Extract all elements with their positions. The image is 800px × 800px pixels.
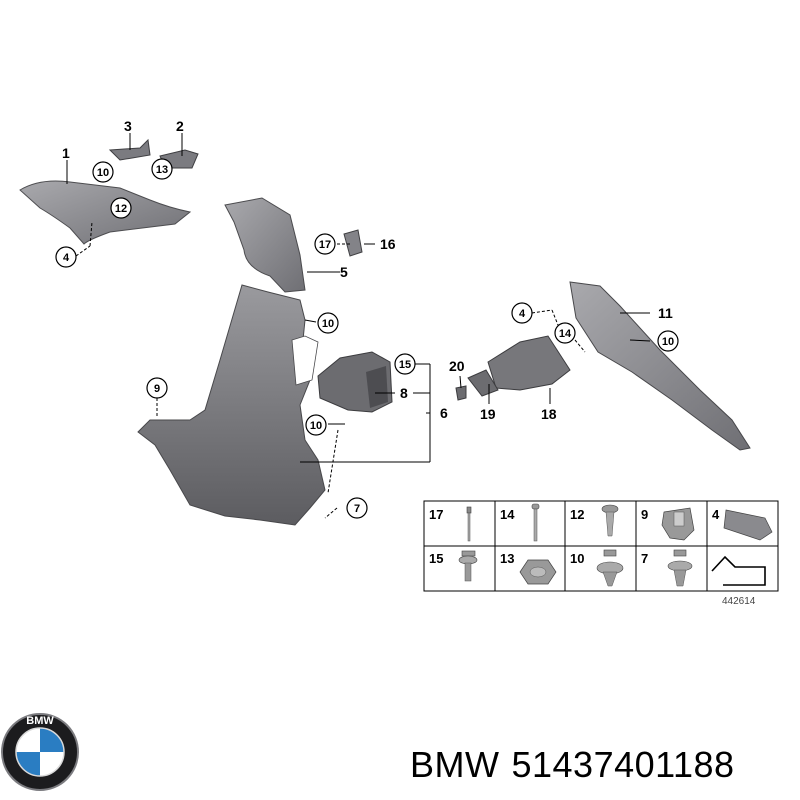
- circled-label-10-d: 10: [662, 336, 674, 348]
- circled-label-12: 12: [115, 203, 127, 215]
- table-cell-14: 14: [500, 507, 515, 522]
- circled-label-10-b: 10: [322, 318, 334, 330]
- circled-label-9: 9: [154, 383, 160, 395]
- fastener-17-icon: [466, 506, 472, 542]
- callout-8: 8: [400, 385, 408, 401]
- table-cell-7: 7: [641, 551, 648, 566]
- fastener-4-icon: [723, 509, 773, 541]
- part-number: 51437401188: [511, 744, 735, 785]
- bmw-logo: BMW: [1, 713, 79, 791]
- circled-callout-10-b: [317, 312, 339, 334]
- circled-label-17: 17: [319, 239, 331, 251]
- circled-callout-10-d: [657, 330, 679, 352]
- callout-numbers: 1 3 2 16 5 8 6 20 19 18 11: [62, 118, 673, 422]
- circled-callout-4-a: [55, 246, 77, 268]
- fastener-9-icon: [661, 507, 695, 541]
- table-cell-4: 4: [712, 507, 720, 522]
- diagram-number: 442614: [722, 596, 756, 607]
- circled-callout-17: [314, 233, 336, 255]
- part-18-bracket: [487, 335, 571, 391]
- table-cell-13: 13: [500, 551, 514, 566]
- circled-callout-10-c: [305, 414, 327, 436]
- part-16-clip: [343, 229, 363, 257]
- circled-label-10-a: 10: [97, 167, 109, 179]
- callout-6: 6: [440, 405, 448, 421]
- fastener-12-icon: [601, 504, 619, 537]
- circled-callout-7: [346, 497, 368, 519]
- fastener-table: 17 14 12 9 4 15 13 10 7: [423, 500, 779, 592]
- fastener-14-icon: [531, 503, 540, 542]
- leader-lines: [66, 133, 651, 519]
- fastener-13-icon: [519, 559, 557, 585]
- arrow-symbol-icon: [711, 555, 766, 586]
- callout-19: 19: [480, 406, 496, 422]
- fastener-10-icon: [596, 549, 624, 587]
- circled-label-4-b: 4: [519, 308, 526, 320]
- circled-callout-labels: 10 12 13 4 17 10 15 9 10 7 4 14 10: [63, 164, 674, 515]
- brand-name: BMW: [410, 744, 500, 785]
- circled-callout-9: [146, 377, 168, 399]
- circled-callout-12: [110, 197, 132, 219]
- part-1-trim: [19, 180, 192, 245]
- callout-2: 2: [176, 118, 184, 134]
- callout-20: 20: [449, 358, 465, 374]
- circled-callout-4-b: [511, 302, 533, 324]
- logo-text: BMW: [26, 715, 54, 727]
- part-8-vent: [317, 351, 393, 413]
- part-20-clip: [455, 385, 467, 401]
- circled-callout-13: [151, 158, 173, 180]
- fastener-7-icon: [667, 549, 693, 587]
- callout-1: 1: [62, 145, 70, 161]
- circled-label-10-c: 10: [310, 420, 322, 432]
- circled-label-7: 7: [354, 503, 360, 515]
- fastener-15-icon: [458, 550, 478, 582]
- callout-16: 16: [380, 236, 396, 252]
- part-5-panel: [224, 197, 306, 293]
- callout-11: 11: [658, 305, 673, 321]
- callout-5: 5: [340, 264, 348, 280]
- circled-callout-10-a: [92, 161, 114, 183]
- part-19-bracket: [467, 369, 499, 397]
- callout-18: 18: [541, 406, 557, 422]
- circled-label-14: 14: [559, 328, 572, 340]
- circled-callouts: [55, 158, 679, 519]
- circled-callout-14: [554, 322, 576, 344]
- table-cell-10: 10: [570, 551, 584, 566]
- table-cell-12: 12: [570, 507, 584, 522]
- part-6-main-panel: [137, 284, 326, 526]
- table-cell-9: 9: [641, 507, 648, 522]
- table-cell-17: 17: [429, 507, 443, 522]
- circled-label-15: 15: [399, 359, 411, 371]
- footer-brand-line: BMW 51437401188: [410, 744, 747, 786]
- table-cell-15: 15: [429, 551, 443, 566]
- circled-label-4-a: 4: [63, 252, 70, 264]
- circled-label-13: 13: [156, 164, 168, 176]
- callout-3: 3: [124, 118, 132, 134]
- circled-callout-15: [394, 353, 416, 375]
